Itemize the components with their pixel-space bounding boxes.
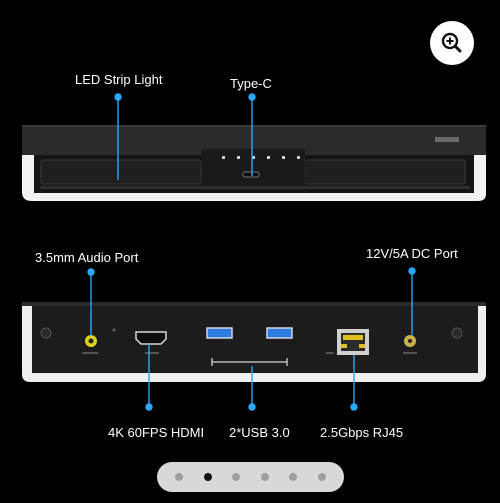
zoom-in-icon bbox=[441, 32, 462, 53]
hdmi-label: 4K 60FPS HDMI bbox=[108, 425, 205, 440]
usb-label: 2*USB 3.0 bbox=[229, 425, 290, 440]
pagination-dot[interactable] bbox=[317, 473, 326, 481]
led-strip-light-label: LED Strip Light bbox=[75, 72, 163, 87]
dc-port-label: 12V/5A DC Port bbox=[366, 246, 458, 261]
pagination-dot[interactable] bbox=[260, 473, 269, 481]
type-c-label: Type-C bbox=[230, 76, 272, 91]
zoom-in-button[interactable] bbox=[430, 21, 474, 65]
rj45-label: 2.5Gbps RJ45 bbox=[320, 425, 404, 440]
pagination-dot[interactable] bbox=[289, 473, 297, 481]
pagination-dot[interactable] bbox=[175, 473, 183, 481]
pagination-dot[interactable] bbox=[203, 473, 212, 481]
audio-port-label: 3.5mm Audio Port bbox=[35, 250, 139, 265]
pagination-dot[interactable] bbox=[232, 473, 240, 481]
image-pagination bbox=[157, 462, 344, 492]
